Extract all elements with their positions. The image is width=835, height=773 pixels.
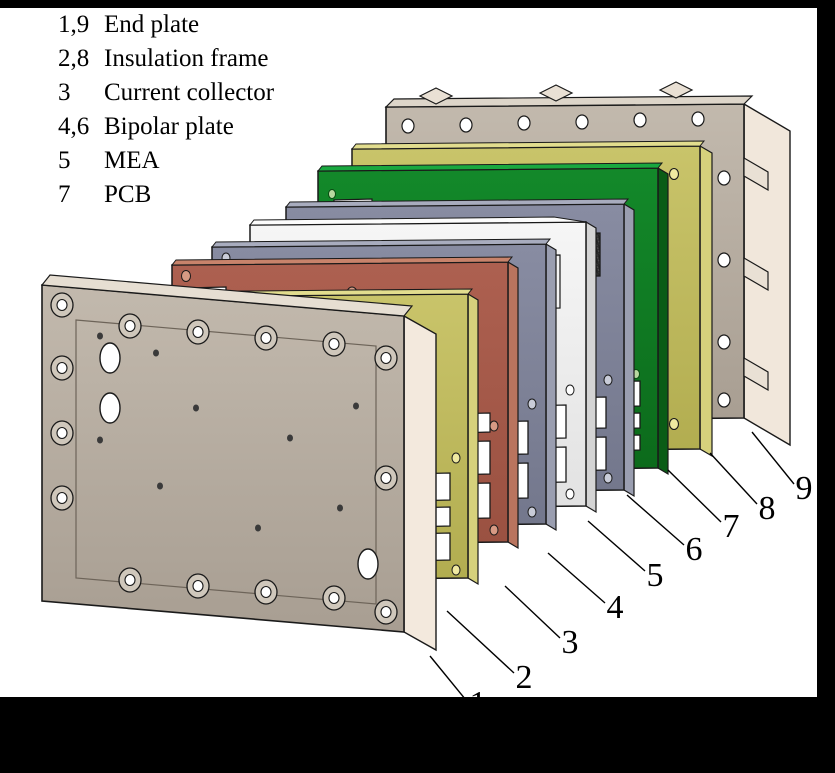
callout-leader-line-4 bbox=[547, 552, 606, 604]
callout-leader-line-3 bbox=[504, 585, 561, 639]
legend: 1,9 End plate 2,8 Insulation frame 3 Current … bbox=[58, 8, 274, 212]
legend-entry: 7 PCB bbox=[58, 178, 274, 212]
legend-entry-label: Insulation frame bbox=[104, 45, 269, 72]
callout-leader-line-2 bbox=[446, 610, 515, 674]
current-collector-side bbox=[507, 260, 519, 550]
end-plate-front-side bbox=[403, 314, 437, 652]
mea-top-edge bbox=[248, 216, 587, 226]
callout-leader-line-7 bbox=[667, 469, 722, 523]
current-collector-top-edge bbox=[170, 256, 514, 266]
callout-leader-line-1 bbox=[429, 655, 465, 697]
pcb-side bbox=[657, 166, 669, 476]
bipolar-rear-side bbox=[623, 202, 635, 498]
end-plate-rear-lugs bbox=[418, 81, 769, 392]
end-plate-front-bolt-bosses bbox=[50, 292, 398, 625]
legend-entry-label: Bipolar plate bbox=[104, 113, 234, 140]
legend-entry-number: 7 bbox=[58, 181, 71, 208]
legend-entry-label: Current collector bbox=[104, 79, 275, 106]
bipolar-front-bolt-holes bbox=[221, 252, 537, 518]
callout-number-1: 1 bbox=[470, 685, 487, 697]
callout-leader-line-8 bbox=[709, 452, 758, 505]
legend-entry: 1,9 End plate bbox=[58, 8, 274, 42]
component-end-plate-front bbox=[40, 274, 437, 652]
callout-number-2: 2 bbox=[516, 659, 533, 696]
legend-entry: 3 Current collector bbox=[58, 76, 274, 110]
end-plate-front-feedthrough-ports bbox=[99, 342, 379, 580]
callout-number-7: 7 bbox=[723, 508, 740, 545]
callout-number-6: 6 bbox=[686, 531, 703, 568]
end-plate-front-tapped-holes bbox=[97, 332, 359, 532]
legend-entry-label: End plate bbox=[104, 11, 200, 38]
legend-entry-number: 1,9 bbox=[58, 11, 90, 38]
legend-entry-label: MEA bbox=[104, 147, 160, 174]
callout-number-8: 8 bbox=[759, 490, 776, 527]
end-plate-rear-bolt-holes bbox=[401, 111, 731, 408]
callout-number-4: 4 bbox=[607, 589, 624, 626]
insulation-rear-side bbox=[699, 144, 713, 458]
bipolar-front-top-edge bbox=[210, 238, 552, 248]
legend-entry-label: PCB bbox=[104, 181, 152, 208]
exploded-view-svg: 123456789 bbox=[40, 81, 813, 697]
callout-number-5: 5 bbox=[647, 557, 664, 594]
callout-layer bbox=[429, 431, 795, 697]
legend-entry-number: 4,6 bbox=[58, 113, 90, 140]
legend-entry: 2,8 Insulation frame bbox=[58, 42, 274, 76]
legend-entry-number: 3 bbox=[58, 79, 71, 106]
mea-side bbox=[585, 220, 597, 514]
bipolar-rear-top-edge bbox=[284, 198, 630, 208]
end-plate-front-top-bevel bbox=[40, 274, 414, 317]
bipolar-front-side bbox=[545, 242, 557, 532]
end-plate-front-bolt-holes bbox=[56, 298, 392, 619]
drawing-area: 123456789 bbox=[0, 8, 817, 697]
end-plate-rear-top-bevel bbox=[384, 95, 754, 108]
insulation-front-side bbox=[467, 292, 479, 586]
pcb-top-edge bbox=[316, 162, 664, 172]
callout-number-3: 3 bbox=[562, 624, 579, 661]
insulation-rear-top-edge bbox=[350, 140, 706, 150]
legend-entry: 5 MEA bbox=[58, 144, 274, 178]
callout-number-9: 9 bbox=[796, 470, 813, 507]
callout-leader-line-5 bbox=[587, 520, 646, 572]
callout-leader-line-9 bbox=[751, 431, 795, 485]
legend-entry-number: 5 bbox=[58, 147, 71, 174]
callout-leader-line-6 bbox=[626, 494, 685, 546]
legend-entry-number: 2,8 bbox=[58, 45, 90, 72]
legend-entry: 4,6 Bipolar plate bbox=[58, 110, 274, 144]
